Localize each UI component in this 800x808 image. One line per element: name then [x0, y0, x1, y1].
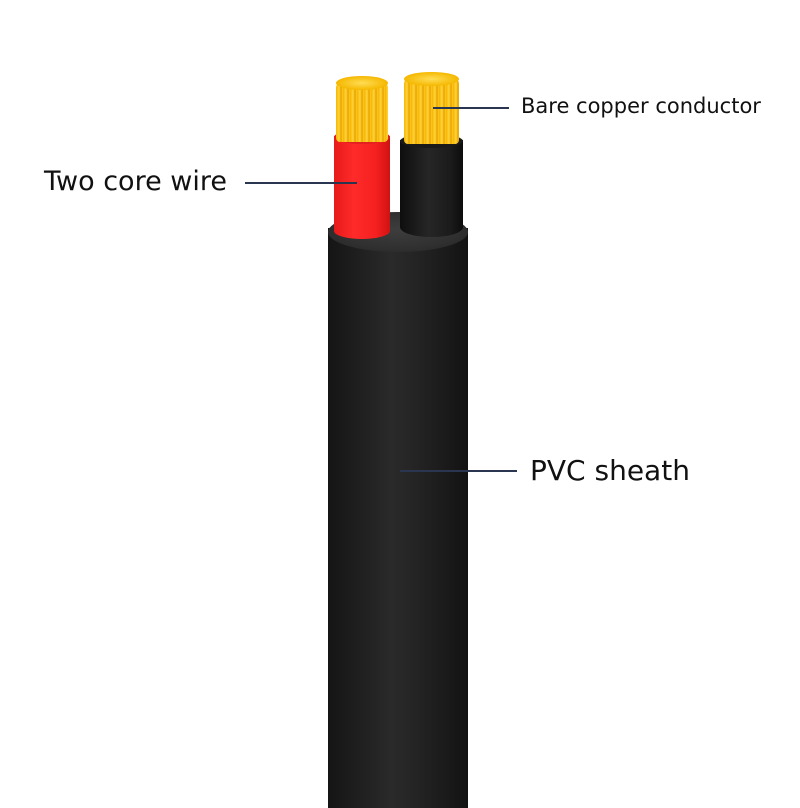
conductor-label: Bare copper conductor: [521, 94, 761, 118]
conductor-leader-line: [433, 107, 509, 109]
red-core-insulation: [334, 136, 390, 239]
pvc-sheath: [328, 228, 468, 808]
copper-conductor-left: [336, 82, 388, 142]
core-label: Two core wire: [44, 166, 227, 197]
copper-conductor-left-tip: [336, 76, 388, 90]
sheath-leader-line: [400, 470, 517, 472]
copper-conductor-right-tip: [404, 72, 459, 86]
core-leader-line: [245, 182, 357, 184]
sheath-label: PVC sheath: [530, 454, 690, 487]
black-core-insulation: [400, 140, 463, 237]
copper-conductor-right: [404, 78, 459, 144]
